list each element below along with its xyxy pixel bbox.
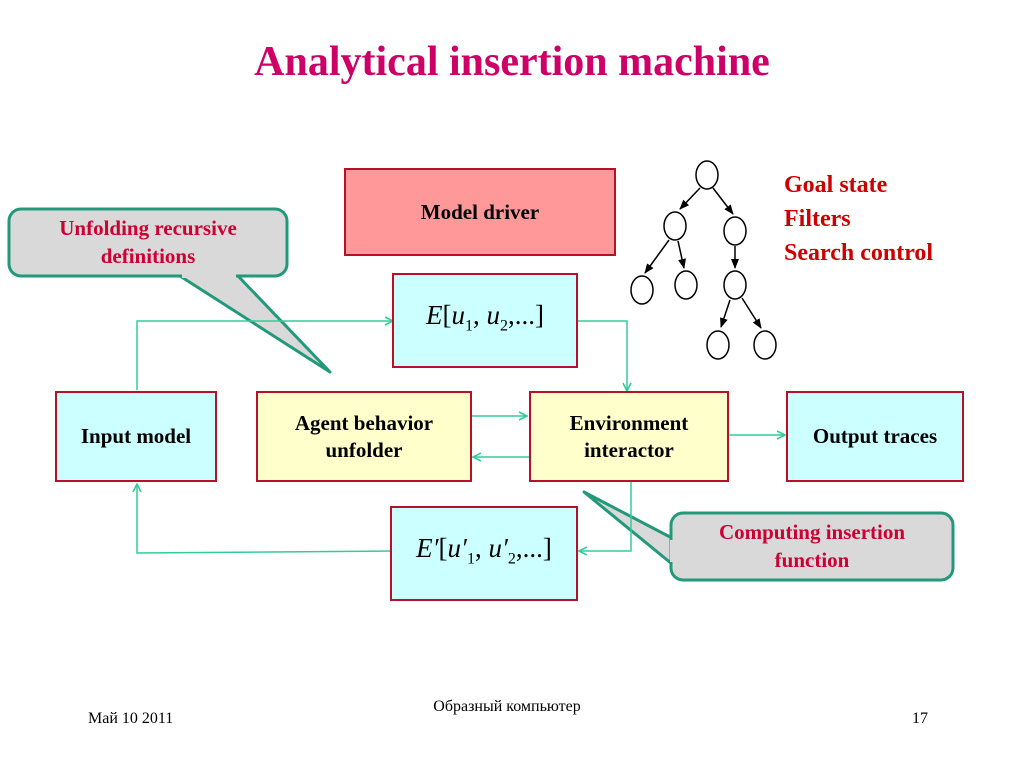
arrow-formula-bottom-to-input [137,484,392,554]
input-model-box: Input model [55,391,217,482]
agent-unfolder-line1: Agent behavior [294,410,434,435]
arrow-formula-top-to-env [577,320,627,391]
tree-node [753,330,777,360]
tree-node [706,330,730,360]
environment-interactor-box: Environment interactor [529,391,729,482]
formula-top: E[u1, u2,...] [426,299,544,335]
page-title: Analytical insertion machine [254,39,770,85]
callout-unfolding-line2: definitions [100,244,196,268]
agent-unfolder-line2: unfolder [325,437,403,462]
callout-computing: Computing insertion function [676,518,948,574]
tree-node [723,216,747,246]
callout-computing-shape [582,490,955,582]
goal-item-search-control: Search control [784,240,934,266]
formula-bottom: E′[u′1, u′2,...] [416,532,552,568]
tree-node [723,270,747,300]
footer-center: Образный компьютер [433,698,581,715]
output-traces-label: Output traces [812,424,938,448]
agent-unfolder-box: Agent behavior unfolder [256,391,472,482]
tree-node [674,270,698,300]
formula-top-box: E[u1, u2,...] [392,273,578,368]
goal-list: Goal state Filters Search control [784,168,933,270]
tree-node [695,160,719,190]
tree-node [630,275,654,305]
page-number: 17 [912,710,928,727]
callout-computing-line2: function [774,548,850,572]
callout-unfolding-line1: Unfolding recursive [59,216,237,240]
environment-interactor-line1: Environment [569,410,689,435]
environment-interactor-line2: interactor [584,437,674,462]
search-tree [630,160,777,360]
callout-unfolding: Unfolding recursive definitions [14,214,282,270]
arrow-env-to-formula-bottom [579,481,632,551]
model-driver-label: Model driver [420,199,540,224]
footer-date: Май 10 2011 [88,710,174,727]
formula-bottom-box: E′[u′1, u′2,...] [390,506,578,601]
output-traces-box: Output traces [786,391,964,482]
arrow-input-to-formula-top [136,321,393,390]
callout-computing-line1: Computing insertion [718,520,906,544]
callout-unfolding-shape [7,207,332,374]
goal-item-goal-state: Goal state [784,172,888,198]
model-driver-box: Model driver [344,168,616,256]
tree-node [663,211,687,241]
input-model-label: Input model [80,424,192,448]
goal-item-filters: Filters [784,206,851,232]
